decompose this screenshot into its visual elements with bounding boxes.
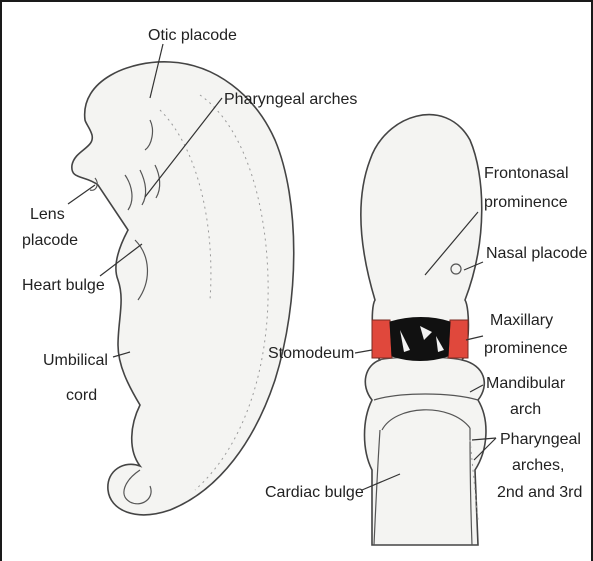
label-nasal-placode: Nasal placode — [486, 245, 588, 262]
label-pharyngeal-line1: Pharyngeal — [500, 431, 581, 448]
label-frontonasal-line1: Frontonasal — [484, 165, 569, 182]
label-mandibular-line1: Mandibular — [486, 375, 566, 392]
label-mandibular-line2: arch — [510, 401, 541, 418]
label-frontonasal-line2: prominence — [484, 194, 568, 211]
maxillary-prominence-right — [448, 320, 468, 358]
label-lens-line1: Lens — [30, 206, 65, 223]
leader-lens-placode — [68, 185, 95, 204]
label-pharyngeal-line2: arches, — [512, 457, 564, 474]
label-cardiac-bulge: Cardiac bulge — [265, 484, 364, 501]
maxillary-prominence-left — [372, 320, 392, 358]
leader-stomodeum — [355, 350, 372, 353]
label-lens-line2: placode — [22, 232, 78, 249]
stomodeum-region — [372, 318, 468, 361]
label-otic-placode: Otic placode — [148, 27, 237, 44]
label-pharyngeal-line3: 2nd and 3rd — [497, 484, 582, 501]
label-umbilical-line2: cord — [66, 387, 97, 404]
label-maxillary-line1: Maxillary — [490, 312, 553, 329]
label-pharyngeal-arches: Pharyngeal arches — [224, 91, 357, 108]
label-heart-bulge: Heart bulge — [22, 277, 105, 294]
stomodeum-opening — [390, 318, 450, 361]
label-stomodeum: Stomodeum — [268, 345, 354, 362]
label-umbilical-line1: Umbilical — [43, 352, 108, 369]
lateral-embryo-drawing — [72, 62, 294, 515]
label-maxillary-line2: prominence — [484, 340, 568, 357]
